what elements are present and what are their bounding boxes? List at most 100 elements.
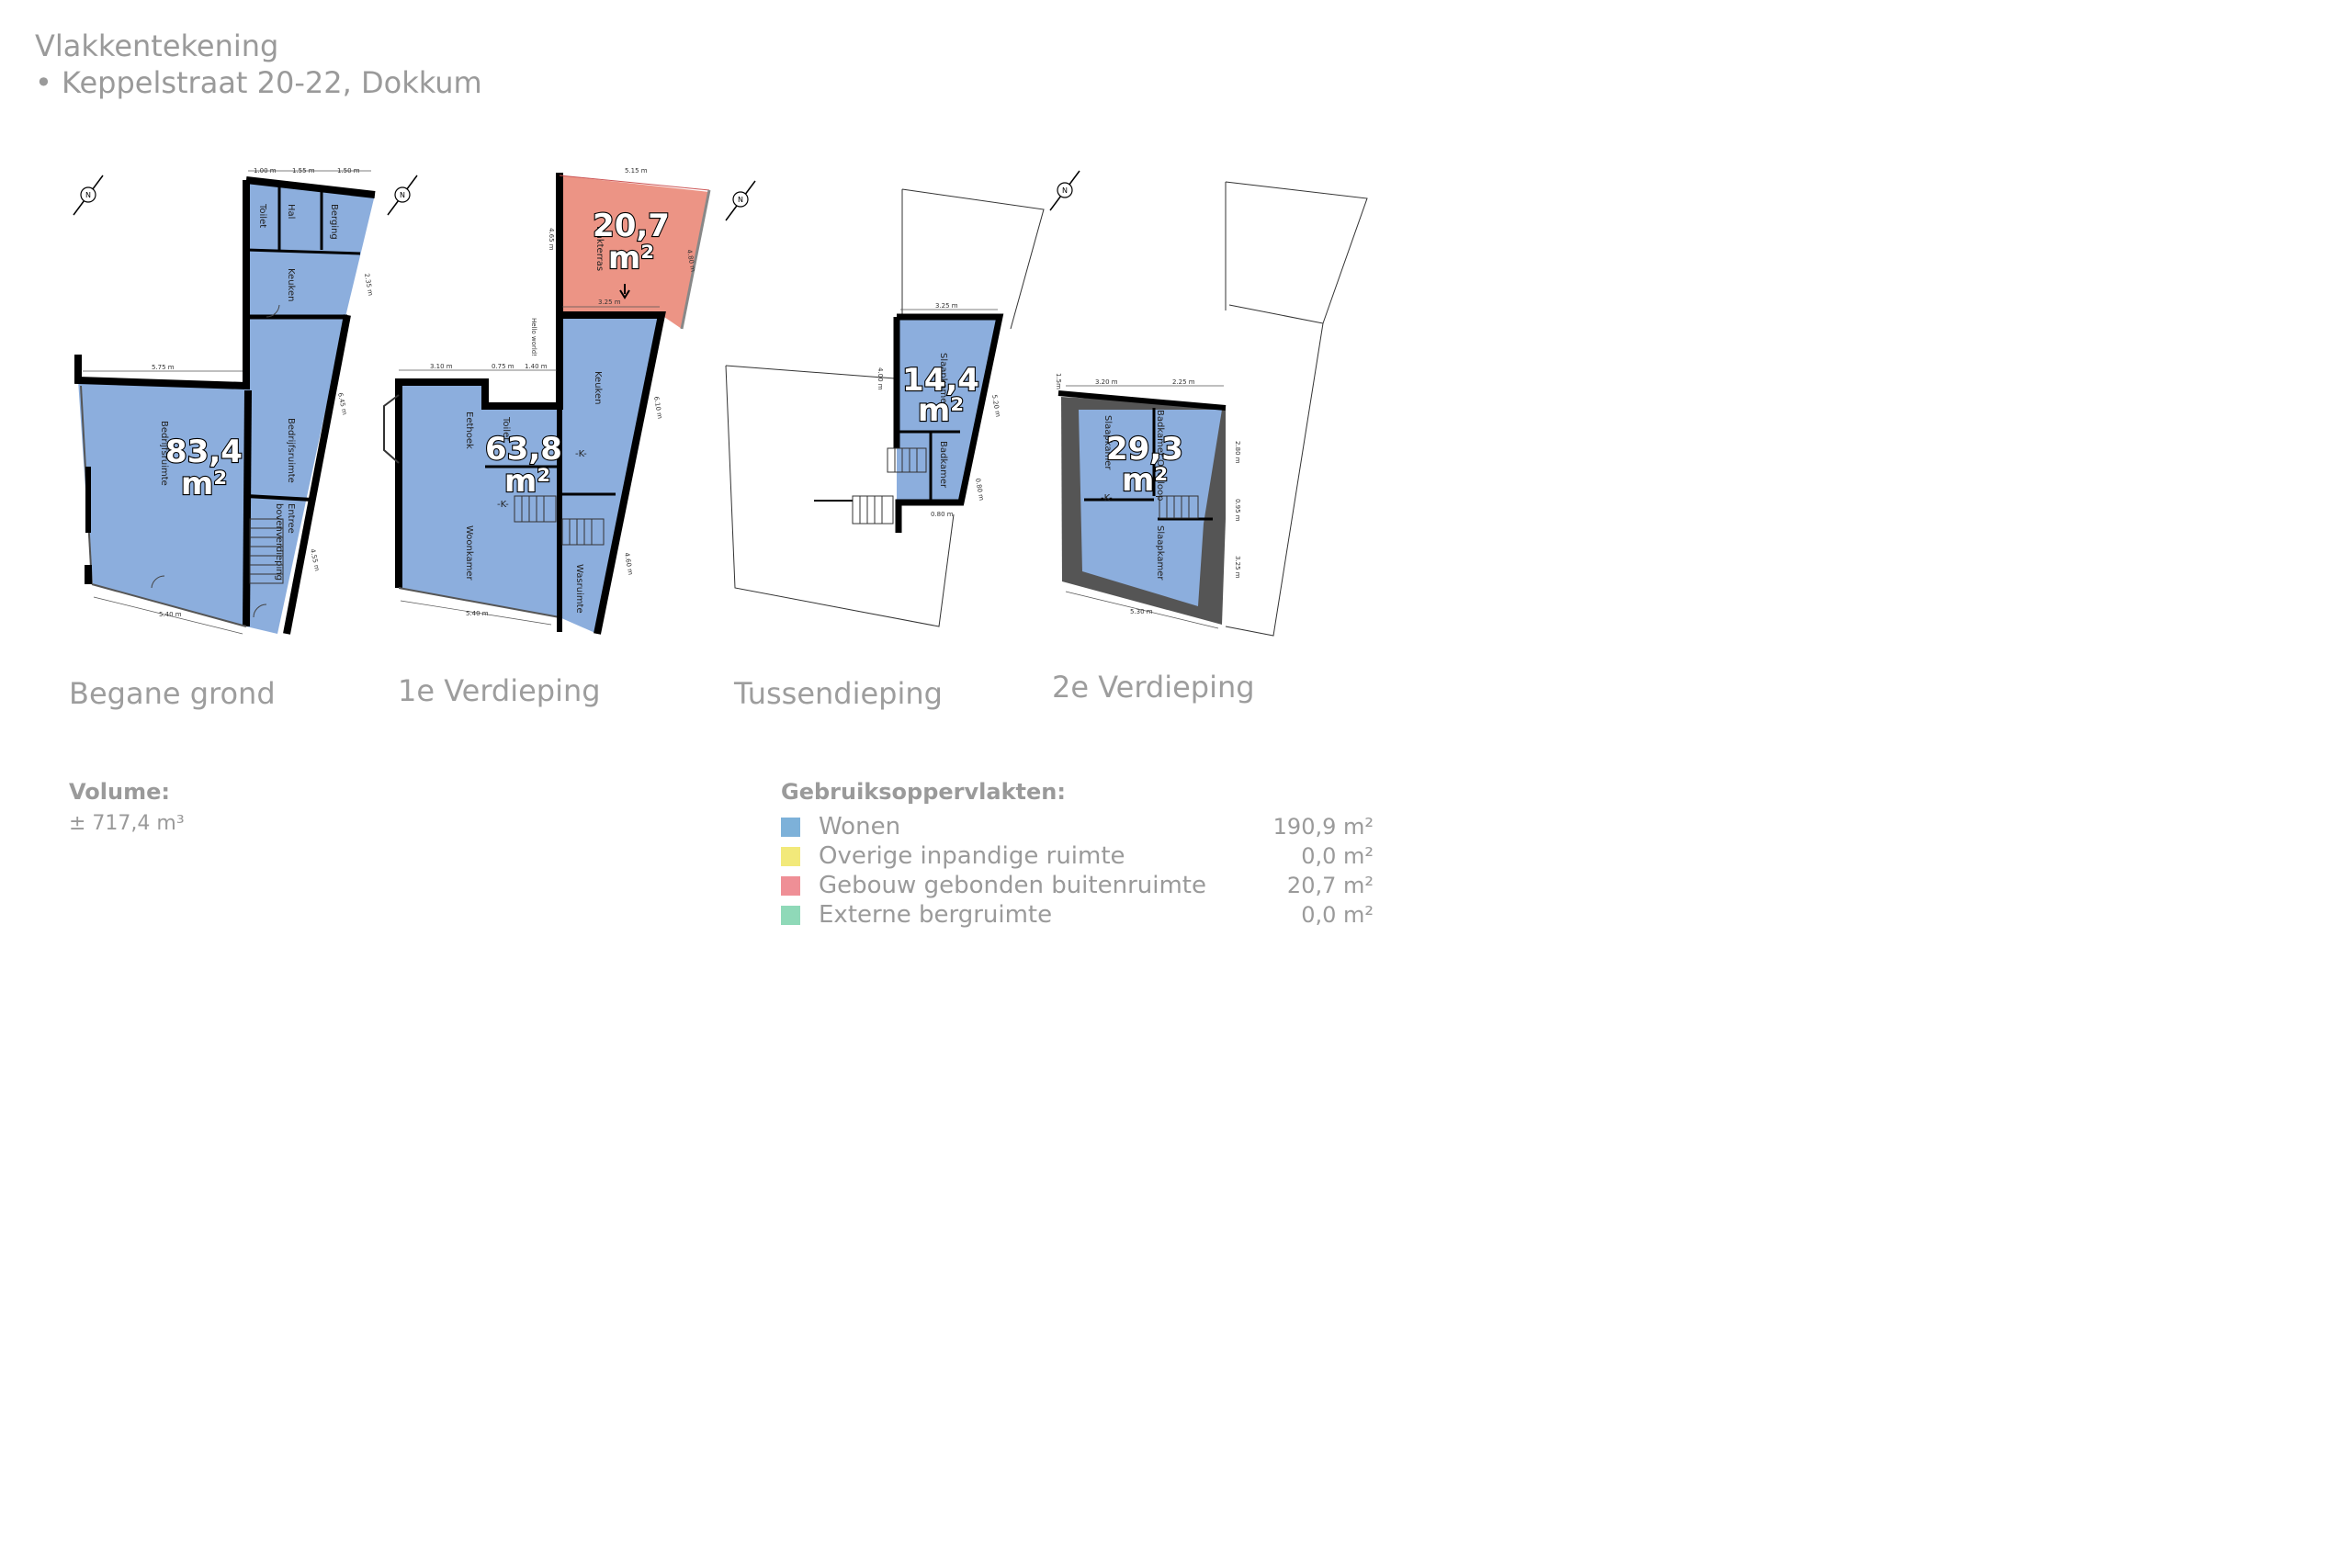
- legend-swatch: [781, 818, 800, 837]
- north-arrow-icon: N: [725, 180, 756, 221]
- dimension-label: 5.75 m: [152, 364, 175, 371]
- legend-item-overige: Overige inpandige ruimte 0,0 m²: [781, 841, 1374, 871]
- dimension-label: 2.35 m: [363, 273, 374, 297]
- room-fill: [399, 315, 662, 634]
- north-arrow-icon: N: [1049, 170, 1080, 211]
- room-label: Berging: [329, 204, 339, 240]
- room-label: Bedrijfsruimte: [159, 421, 169, 486]
- dimension-label: 3.25 m: [1234, 556, 1241, 579]
- svg-text:N: N: [1062, 186, 1068, 195]
- dimension-label: 1.5m: [1055, 373, 1062, 389]
- legend-label: Externe bergruimte: [819, 901, 1053, 929]
- room-label: Slaapkamer: [1155, 525, 1165, 581]
- volume-value: ± 717,4 m³: [69, 812, 185, 835]
- north-arrow-icon: N: [73, 175, 104, 216]
- svg-text:N: N: [85, 191, 91, 199]
- dimension-label: 1.40 m: [525, 363, 548, 370]
- floorplan-begane-grond: N Toilet Hal Berging Keuken Bedr: [73, 167, 376, 635]
- room-label: Woonkamer: [464, 525, 474, 581]
- legend-value: 190,9 m²: [1272, 814, 1374, 840]
- dimension-label: 4.65 m: [548, 228, 555, 251]
- legend-label: Overige inpandige ruimte: [819, 842, 1125, 870]
- area-value: 83,4: [165, 434, 243, 470]
- room-label: Eethoek: [464, 412, 474, 449]
- dimension-label: 5.40 m: [159, 611, 182, 618]
- dimension-label: 3.25 m: [935, 302, 958, 310]
- room-label: Keuken: [593, 371, 603, 404]
- dimension-label: 2.25 m: [1172, 378, 1195, 386]
- note-label: Hello world!: [530, 318, 537, 356]
- dimension-label: 5.20 m: [990, 394, 1001, 418]
- dimension-label: 0.75 m: [492, 363, 514, 370]
- room-label: Toilet: [257, 203, 267, 228]
- dimension-label: 5.30 m: [1130, 608, 1153, 615]
- terrace-area-value: 20,7: [593, 208, 670, 244]
- svg-text:N: N: [738, 196, 743, 204]
- room-label: Hal: [286, 204, 296, 219]
- area-value: 14,4: [902, 362, 979, 399]
- floor-label-1e-verdieping: 1e Verdieping: [398, 673, 601, 708]
- dimension-label: 6.45 m: [336, 392, 348, 416]
- room-label: Slaapkamer: [938, 353, 948, 408]
- floorplan-tussendieping: N Slaapkamer Badkamer 3.25 m 4.00 m 5.20…: [725, 180, 1045, 627]
- area-value: 63,8: [485, 431, 562, 468]
- room-label: Bedrijfsruimte: [286, 418, 296, 483]
- dimension-label: 4.00 m: [876, 367, 884, 390]
- legend-heading: Gebruiksoppervlakten:: [781, 779, 1066, 805]
- room-label: Slaapkamer: [1102, 415, 1113, 470]
- svg-text:N: N: [400, 191, 405, 199]
- floor-plans: N Toilet Hal Berging Keuken Bedr: [73, 167, 1368, 637]
- dimension-label: 1.50 m: [337, 167, 360, 175]
- dimension-label: 5.15 m: [625, 167, 648, 175]
- dimension-label: 4.60 m: [623, 552, 634, 576]
- legend-value: 0,0 m²: [1301, 902, 1374, 928]
- dimension-label: 5.40 m: [466, 610, 489, 617]
- floor-label-tussendieping: Tussendieping: [734, 676, 943, 711]
- dimension-label: 0.95 m: [1234, 499, 1241, 522]
- north-arrow-icon: N: [387, 175, 418, 216]
- room-label: Badkamer: [1155, 410, 1165, 457]
- room-label: Dakterras: [594, 226, 605, 271]
- dimension-label: 6.10 m: [652, 396, 663, 420]
- page-subtitle: • Keppelstraat 20-22, Dokkum: [35, 65, 482, 100]
- room-label: -K-: [575, 449, 587, 459]
- dimension-label: 1.00 m: [254, 167, 277, 175]
- room-label: -K-: [497, 500, 509, 510]
- area-unit: m²: [1122, 462, 1168, 499]
- legend-swatch: [781, 906, 800, 925]
- room-fill: [78, 180, 375, 634]
- room-label: Overloop: [1155, 459, 1165, 501]
- dimension-label: 0.80 m: [974, 478, 985, 502]
- legend-value: 0,0 m²: [1301, 843, 1374, 869]
- dimension-label: 3.10 m: [430, 363, 453, 370]
- terrace-fill: [560, 175, 709, 329]
- floor-label-begane-grond: Begane grond: [69, 676, 276, 711]
- legend-label: Gebouw gebonden buitenruimte: [819, 872, 1206, 899]
- room-label: Toilet: [501, 416, 511, 441]
- dimension-label: 3.20 m: [1095, 378, 1118, 386]
- terrace-area-unit: m²: [608, 240, 654, 276]
- area-unit: m²: [918, 392, 964, 429]
- room-label: Keuken: [286, 268, 296, 301]
- legend-label: Wonen: [819, 813, 901, 840]
- legend-item-bergruimte: Externe bergruimte 0,0 m²: [781, 900, 1374, 930]
- area-value: 29,3: [1106, 431, 1183, 468]
- room-fill: [1079, 410, 1222, 606]
- room-label: Wasruimte: [574, 564, 584, 614]
- area-unit: m²: [504, 463, 550, 500]
- room-fill: [897, 317, 1000, 502]
- legend-value: 20,7 m²: [1286, 873, 1374, 898]
- legend-item-buitenruimte: Gebouw gebonden buitenruimte 20,7 m²: [781, 871, 1374, 900]
- dimension-label: 4.55 m: [309, 548, 321, 572]
- room-label: Badkamer: [938, 441, 948, 489]
- dimension-label: 1.55 m: [292, 167, 315, 175]
- dimension-label: 0.80 m: [931, 511, 954, 518]
- room-label: bovenverdieping: [274, 503, 284, 581]
- room-label: Entree: [286, 503, 296, 534]
- legend-item-wonen: Wonen 190,9 m²: [781, 812, 1374, 841]
- dimension-label: 2.80 m: [1234, 441, 1241, 464]
- area-unit: m²: [181, 466, 227, 502]
- dimension-label: 3.25 m: [598, 299, 621, 306]
- page-title: Vlakkentekening: [35, 28, 279, 63]
- floor-label-2e-verdieping: 2e Verdieping: [1052, 670, 1255, 705]
